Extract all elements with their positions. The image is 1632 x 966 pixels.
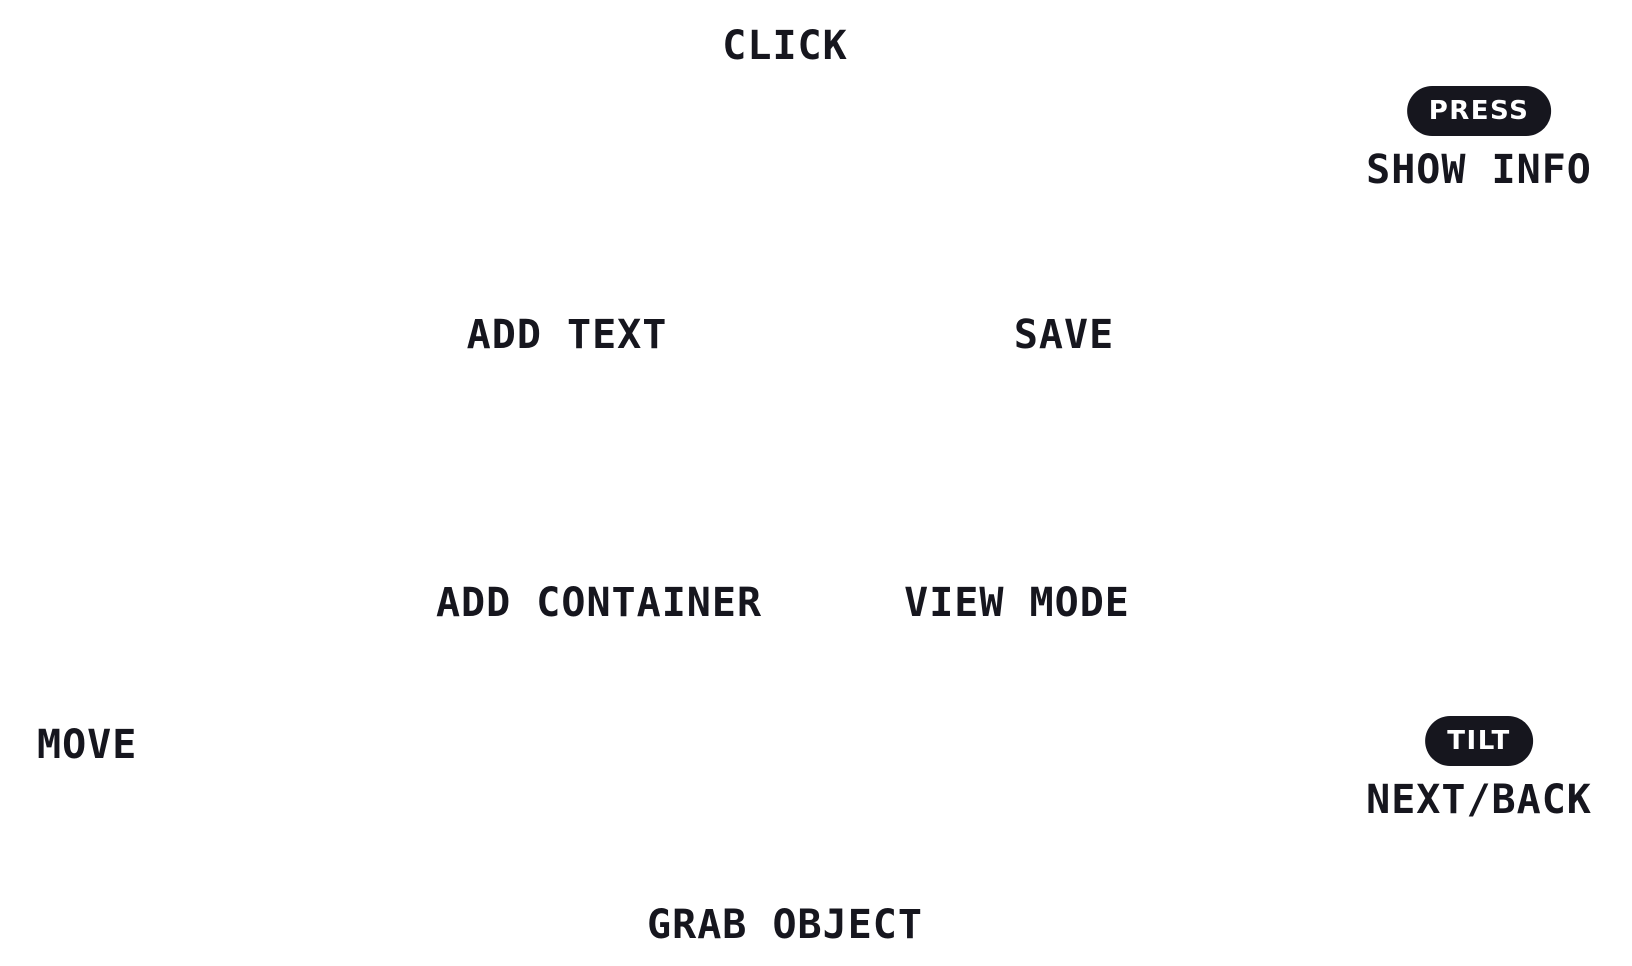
tilt-badge: TILT: [1425, 716, 1533, 766]
show-info-label: SHOW INFO: [1366, 147, 1592, 193]
grab-object-label: GRAB OBJECT: [647, 902, 923, 948]
press-group: PRESS SHOW INFO: [1366, 86, 1592, 190]
view-mode-label: VIEW MODE: [904, 580, 1130, 626]
click-label: CLICK: [722, 23, 848, 69]
press-badge: PRESS: [1406, 86, 1552, 136]
next-back-label: NEXT/BACK: [1366, 777, 1592, 823]
add-text-label: ADD TEXT: [466, 312, 668, 358]
move-label: MOVE: [37, 722, 138, 768]
tilt-group: TILT NEXT/BACK: [1366, 716, 1592, 820]
save-label: SAVE: [1013, 312, 1115, 358]
add-container-label: ADD CONTAINER: [435, 580, 763, 626]
